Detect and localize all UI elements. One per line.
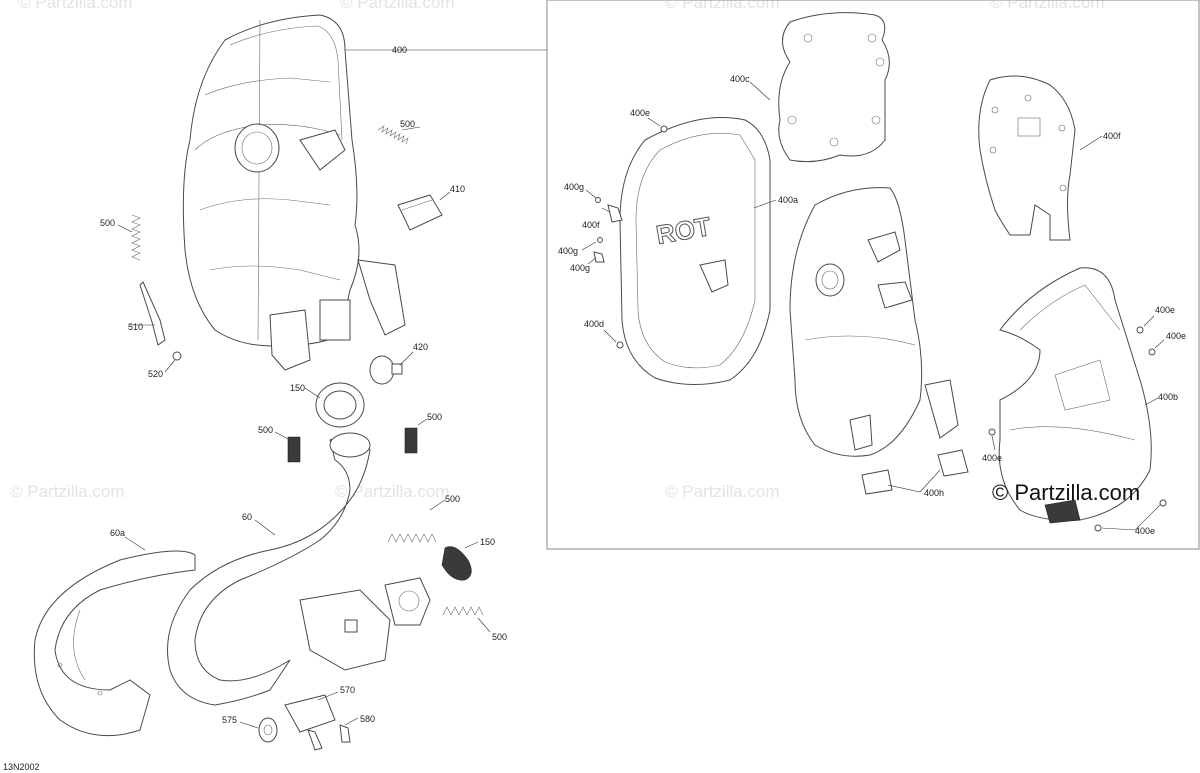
- callout-label: 410: [450, 184, 465, 194]
- heat-insulator-400d: [978, 75, 1076, 241]
- callout-label: 570: [340, 685, 355, 695]
- callout-label: 580: [360, 714, 375, 724]
- callout-label: 500: [427, 412, 442, 422]
- watermark-main: © Partzilla.com: [992, 480, 1140, 505]
- callout-label: 400g: [570, 263, 590, 273]
- muffler-cover-400b: [998, 267, 1152, 524]
- pad-400h: [937, 449, 969, 477]
- muffler-assembly: [182, 14, 406, 371]
- washer-400e: [616, 341, 624, 349]
- callout-label: 575: [222, 715, 237, 725]
- callout-label: 420: [413, 342, 428, 352]
- callout-label: 400e: [1155, 305, 1175, 315]
- spring-500: [442, 606, 484, 616]
- callout-label: 150: [290, 383, 305, 393]
- screw-400g: [595, 197, 601, 203]
- callout-label: 400e: [1166, 331, 1186, 341]
- watermark: © Partzilla.com: [10, 482, 125, 501]
- bolt-580: [307, 729, 323, 751]
- bolt-580: [339, 724, 351, 743]
- screw-400g: [597, 237, 603, 243]
- washer-400e: [1094, 524, 1102, 532]
- rubber-mount-410: [397, 194, 443, 231]
- callout-label: 400e: [1135, 526, 1155, 536]
- callout-label: 400e: [630, 108, 650, 118]
- washer-400e: [660, 125, 668, 133]
- callout-label: 400g: [564, 182, 584, 192]
- heat-insulator-400c: [778, 12, 890, 163]
- watermark: © Partzilla.com: [340, 0, 455, 12]
- heat-shield-60a: [33, 550, 196, 737]
- callout-label: 500: [100, 218, 115, 228]
- watermark: © Partzilla.com: [990, 0, 1105, 12]
- callout-label: 400c: [730, 74, 750, 84]
- watermark-group: © Partzilla.com © Partzilla.com © Partzi…: [10, 0, 1105, 501]
- callout-label: 510: [128, 322, 143, 332]
- clip-400f: [593, 251, 605, 263]
- callout-label: 400: [392, 45, 407, 55]
- seal-150: [441, 546, 472, 581]
- callout-label: 60a: [110, 528, 125, 538]
- callout-label: 60: [242, 512, 252, 522]
- callout-label: 500: [492, 632, 507, 642]
- pad-400h: [861, 469, 893, 495]
- callout-label: 400f: [1103, 131, 1121, 141]
- spring-500: [287, 436, 301, 463]
- callout-label: 150: [480, 537, 495, 547]
- callout-label: 400a: [778, 195, 798, 205]
- callout-label: 400e: [982, 453, 1002, 463]
- spring-500: [404, 427, 418, 454]
- callout-label: 400d: [584, 319, 604, 329]
- spring-500: [131, 214, 141, 261]
- watermark: © Partzilla.com: [18, 0, 133, 12]
- callout-label: 500: [258, 425, 273, 435]
- callout-label: 500: [400, 119, 415, 129]
- callout-label: 400g: [558, 246, 578, 256]
- spring-500: [387, 533, 437, 543]
- callout-label: 400b: [1158, 392, 1178, 402]
- callout-label: 520: [148, 369, 163, 379]
- diagram-code: 13N2002: [3, 762, 40, 772]
- callout-label: 400f: [582, 220, 600, 230]
- bushing-575: [258, 717, 278, 743]
- callout-label: 500: [445, 494, 460, 504]
- seal-ring-150: [315, 382, 365, 428]
- exhaust-pipe-60: [167, 432, 431, 706]
- muffler-cover-400a: ROT: [619, 117, 771, 386]
- washer-400e: [1136, 326, 1144, 334]
- nut-520: [172, 351, 182, 361]
- bracket-510: [139, 281, 166, 346]
- watermark: © Partzilla.com: [335, 482, 450, 501]
- spring-500: [377, 125, 409, 145]
- washer-400e: [988, 428, 996, 436]
- washer-400e: [1148, 348, 1156, 356]
- grommet-420: [369, 355, 403, 385]
- callout-label: 400h: [924, 488, 944, 498]
- washer-400e: [1159, 499, 1167, 507]
- bracket-570: [284, 694, 336, 733]
- clip-400f: [607, 204, 623, 223]
- muffler-body: [789, 187, 959, 457]
- detail-frame: [546, 0, 1200, 550]
- watermark: © Partzilla.com: [665, 0, 780, 12]
- watermark: © Partzilla.com: [665, 482, 780, 501]
